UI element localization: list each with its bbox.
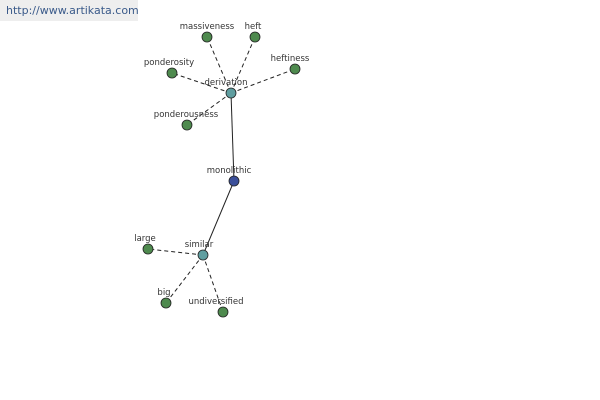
node-large[interactable]: large (134, 234, 156, 255)
node-circle-similar[interactable] (197, 249, 209, 261)
node-label-large[interactable]: large (134, 234, 156, 244)
node-heft[interactable]: heft (245, 22, 262, 43)
node-circle-ponderousness[interactable] (181, 119, 193, 131)
nodes-layer: monolithic derivation similar massiveness he… (134, 22, 310, 318)
edge-derivation-heftiness (230, 68, 296, 94)
node-circle-big[interactable] (160, 297, 172, 309)
edge-monolithic-derivation (230, 92, 235, 182)
node-circle-monolithic[interactable] (228, 175, 240, 187)
site-url-banner[interactable]: http://www.artikata.com (0, 0, 139, 21)
node-undiversified[interactable]: undiversified (188, 297, 244, 318)
node-circle-massiveness[interactable] (201, 31, 213, 43)
node-ponderousness[interactable]: ponderousness (154, 110, 219, 131)
node-monolithic[interactable]: monolithic (207, 166, 252, 187)
node-label-heftiness[interactable]: heftiness (271, 54, 310, 64)
node-label-heft[interactable]: heft (245, 22, 262, 32)
node-label-monolithic[interactable]: monolithic (207, 166, 252, 176)
edge-derivation-ponderousness (186, 92, 232, 126)
node-derivation[interactable]: derivation (204, 78, 248, 99)
node-label-derivation[interactable]: derivation (204, 78, 247, 88)
node-circle-undiversified[interactable] (217, 306, 229, 318)
node-similar[interactable]: similar (185, 240, 214, 261)
node-circle-derivation[interactable] (225, 87, 237, 99)
node-circle-large[interactable] (142, 243, 154, 255)
node-label-massiveness[interactable]: massiveness (180, 22, 235, 32)
edge-derivation-ponderosity (171, 72, 232, 94)
node-massiveness[interactable]: massiveness (180, 22, 235, 43)
edge-derivation-massiveness (206, 36, 232, 94)
edge-monolithic-similar (202, 180, 235, 256)
node-label-big[interactable]: big (157, 288, 170, 298)
site-url-text: http://www.artikata.com (6, 4, 139, 17)
node-label-undiversified[interactable]: undiversified (188, 297, 243, 307)
edges-layer (147, 36, 296, 313)
node-circle-heft[interactable] (249, 31, 261, 43)
node-circle-ponderosity[interactable] (166, 67, 178, 79)
node-ponderosity[interactable]: ponderosity (144, 58, 194, 79)
node-circle-heftiness[interactable] (289, 63, 301, 75)
edge-similar-big (165, 254, 204, 304)
edge-derivation-heft (230, 36, 256, 94)
node-big[interactable]: big (157, 288, 172, 309)
node-label-ponderousness[interactable]: ponderousness (154, 110, 219, 120)
edge-similar-large (147, 248, 204, 256)
node-heftiness[interactable]: heftiness (271, 54, 310, 75)
edge-similar-undiversified (202, 254, 224, 313)
node-label-ponderosity[interactable]: ponderosity (144, 58, 194, 68)
node-label-similar[interactable]: similar (185, 240, 214, 250)
